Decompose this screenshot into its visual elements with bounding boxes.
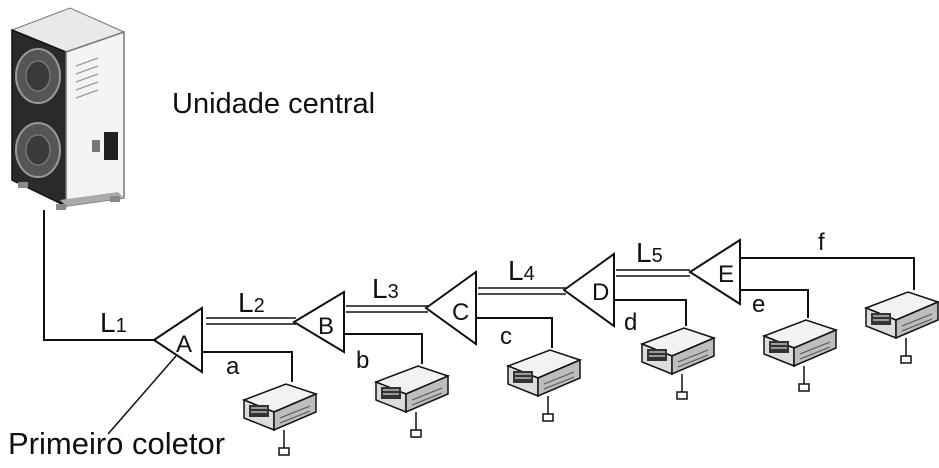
branch-label-b: b xyxy=(356,347,369,374)
central-unit-label: Unidade central xyxy=(172,88,376,120)
pipe-branches xyxy=(202,257,915,382)
collector-label-c: C xyxy=(452,299,469,326)
indoor-unit-icon xyxy=(243,383,317,456)
collector-e xyxy=(688,238,741,306)
indoor-unit-icon xyxy=(763,319,837,392)
indoor-unit-icon xyxy=(507,349,581,422)
branch-label-f: f xyxy=(818,229,825,256)
branch-label-e: e xyxy=(752,291,765,318)
collector-d xyxy=(562,252,615,328)
pipe-trunk xyxy=(206,269,690,325)
collector-label-d: D xyxy=(592,279,609,306)
outdoor-unit-icon xyxy=(10,7,126,210)
collector-label-e: E xyxy=(718,261,734,288)
branch-label-c: c xyxy=(500,323,512,350)
first-collector-label: Primeiro coletor xyxy=(8,426,226,461)
collector-label-b: B xyxy=(318,313,334,340)
pipe-label-l5: L5 xyxy=(636,237,663,268)
indoor-unit-icon xyxy=(865,291,939,364)
pipe-main-vertical xyxy=(43,210,158,341)
pipe-label-l4: L4 xyxy=(508,255,535,286)
collector-label-a: A xyxy=(176,331,192,358)
collector-c xyxy=(424,270,477,346)
collector-a xyxy=(152,306,203,374)
first-collector-leader xyxy=(107,355,177,435)
pipe-label-l2: L2 xyxy=(238,287,265,318)
pipe-label-l3: L3 xyxy=(372,273,399,304)
branch-label-a: a xyxy=(226,353,240,380)
collector-b xyxy=(292,290,345,354)
pipe-label-l1: L1 xyxy=(100,307,127,338)
indoor-unit-icon xyxy=(641,327,715,400)
indoor-unit-icon xyxy=(375,365,449,438)
branch-label-d: d xyxy=(624,309,637,336)
